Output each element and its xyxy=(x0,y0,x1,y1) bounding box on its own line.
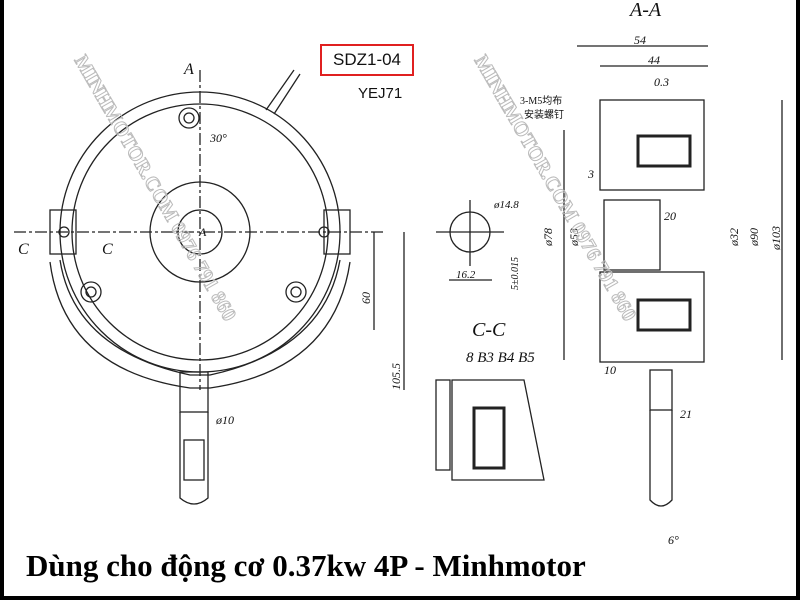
dim-21: 21 xyxy=(680,407,692,421)
drawing-frame: A C C 30° A 60 105.5 ø10 YEJ71 ø14.8 16.… xyxy=(4,0,796,596)
key-width: 5±0.015 xyxy=(510,257,521,290)
caption: Dùng cho động cơ 0.37kw 4P - Minhmotor xyxy=(26,548,586,583)
shaft-detail xyxy=(436,200,504,281)
dim-d103: ø103 xyxy=(769,226,783,251)
section-cc-labels: 8 B3 B4 B5 xyxy=(466,350,535,366)
dim-d32: ø32 xyxy=(727,228,741,247)
dim-d10: ø10 xyxy=(215,413,234,427)
front-view xyxy=(14,69,405,505)
watermark: MINHMOTOR.COM 0976 791 860 xyxy=(470,52,641,325)
section-cc-view xyxy=(435,379,545,481)
motor-label: YEJ71 xyxy=(358,85,402,102)
model-label-box: SDZ1-04 xyxy=(320,44,414,76)
section-cc-title: C-C xyxy=(472,319,506,341)
section-aa-view xyxy=(563,45,783,507)
dim-6deg: 6° xyxy=(668,533,679,547)
dim-0-3: 0.3 xyxy=(654,75,669,89)
note-screw: 3-M5均布 xyxy=(520,95,562,107)
angle-label: 30° xyxy=(209,131,227,145)
section-a-mark: A xyxy=(183,61,194,78)
hub-label: A xyxy=(198,225,207,239)
dim-60: 60 xyxy=(359,292,373,304)
shaft-width: 16.2 xyxy=(456,269,476,281)
dim-d90: ø90 xyxy=(747,228,761,247)
dim-44: 44 xyxy=(648,53,660,67)
section-c-right: C xyxy=(102,241,113,258)
dim-105-5: 105.5 xyxy=(389,363,403,390)
dim-3: 3 xyxy=(587,167,594,181)
dim-54: 54 xyxy=(634,33,646,47)
shaft-diameter: ø14.8 xyxy=(493,199,519,211)
dim-20: 20 xyxy=(664,209,676,223)
section-c-left: C xyxy=(18,241,29,258)
dim-d78: ø78 xyxy=(541,228,555,247)
note-mount: 安装螺钉 xyxy=(524,108,564,121)
dim-10: 10 xyxy=(604,363,616,377)
section-aa-title: A-A xyxy=(628,0,662,21)
technical-drawing: A C C 30° A 60 105.5 ø10 YEJ71 ø14.8 16.… xyxy=(14,0,783,547)
dim-d53: ø53 xyxy=(567,228,581,247)
